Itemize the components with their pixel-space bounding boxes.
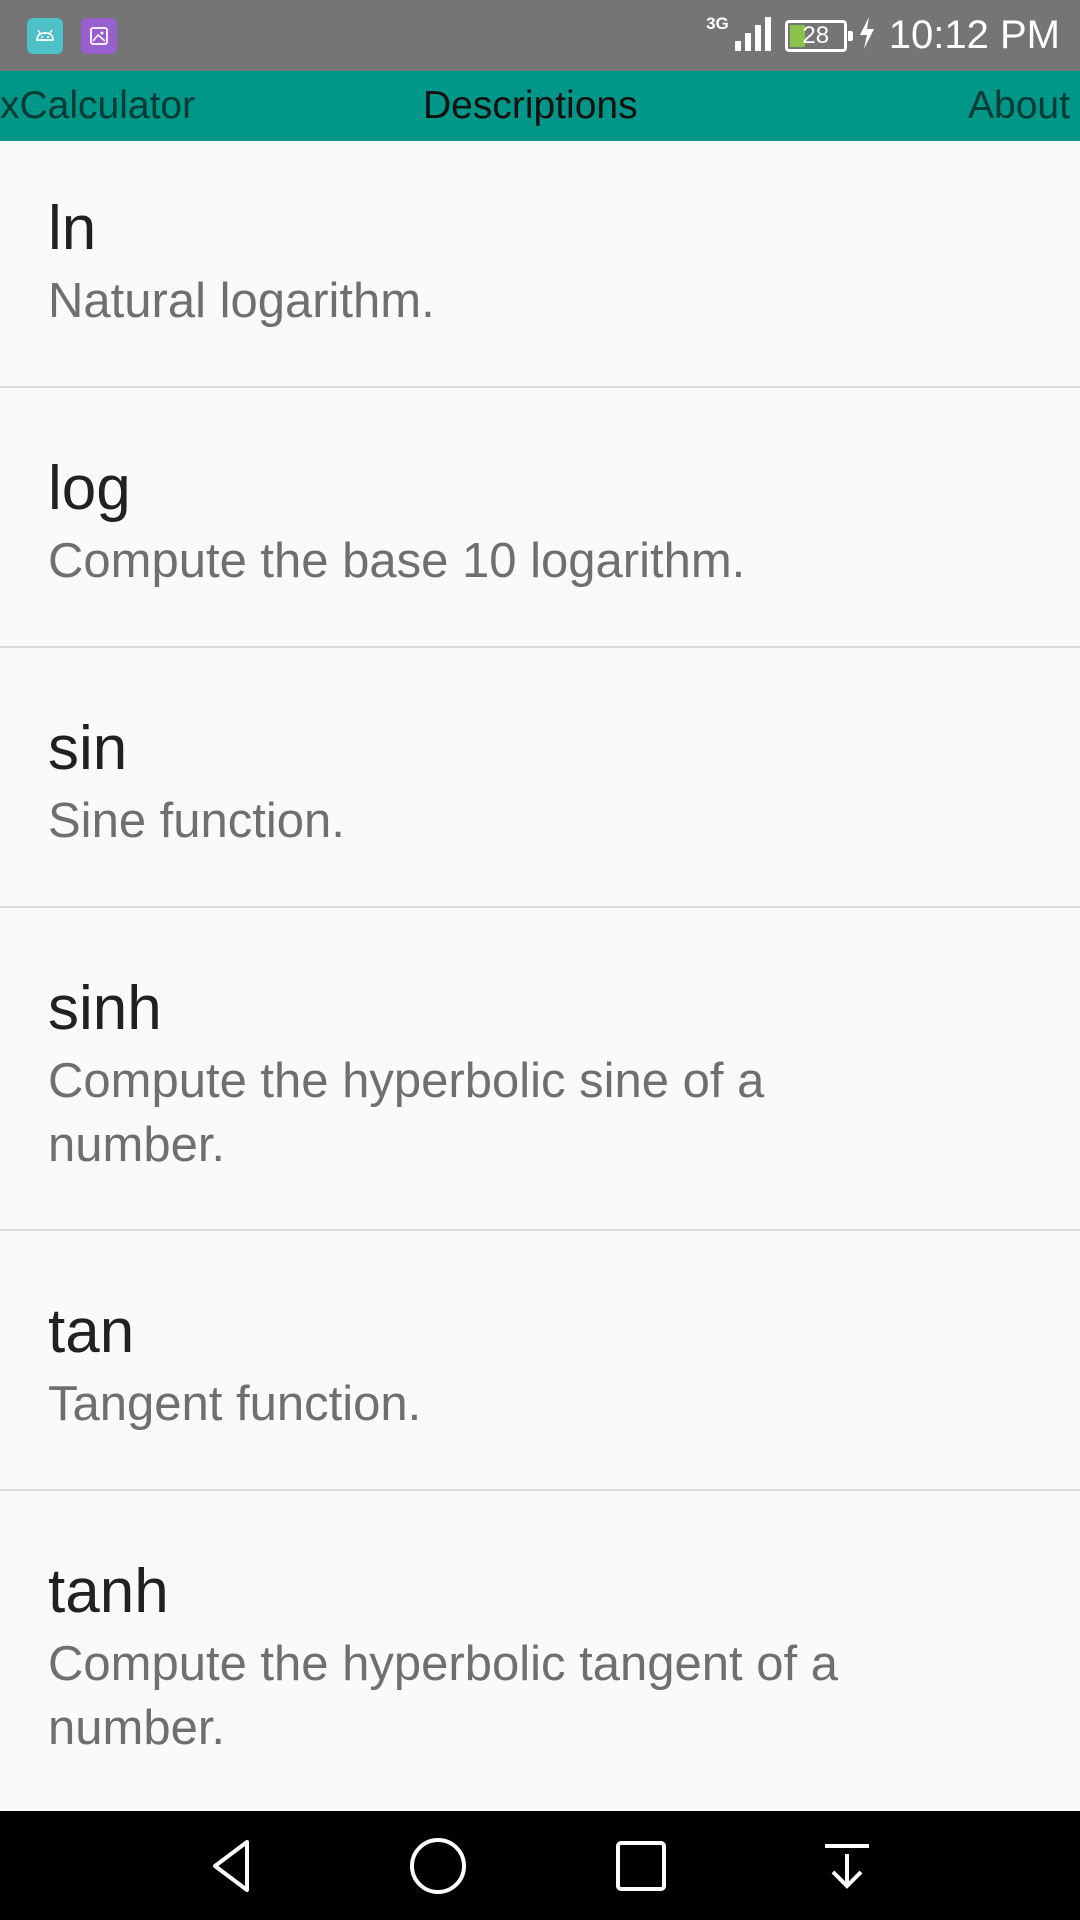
item-title: sin bbox=[48, 714, 128, 783]
item-description: Compute the base 10 logarithm. bbox=[48, 534, 746, 588]
item-description: Compute the hyperbolic tangent of a numb… bbox=[48, 1637, 838, 1755]
network-type: 3G bbox=[706, 13, 729, 33]
list-item[interactable]: log Compute the base 10 logarithm. bbox=[0, 388, 1080, 648]
status-bar: 3G 28 10:12 PM bbox=[0, 0, 1080, 71]
charging-icon bbox=[857, 15, 877, 56]
item-description: Natural logarithm. bbox=[48, 274, 435, 328]
battery-fill bbox=[789, 24, 806, 47]
navigation-bar bbox=[0, 1811, 1080, 1920]
item-title: log bbox=[48, 454, 131, 523]
item-title: sinh bbox=[48, 974, 162, 1043]
list-item[interactable]: sin Sine function. bbox=[0, 648, 1080, 908]
tab-about[interactable]: About bbox=[968, 84, 1070, 127]
signal-icon bbox=[733, 13, 775, 58]
android-icon bbox=[27, 17, 63, 54]
list-item[interactable]: tanh Compute the hyperbolic tangent of a… bbox=[0, 1491, 1080, 1811]
list-item[interactable]: sinh Compute the hyperbolic sine of a nu… bbox=[0, 908, 1080, 1231]
notification-icons bbox=[27, 17, 117, 54]
item-title: ln bbox=[48, 194, 97, 263]
image-icon bbox=[81, 17, 117, 54]
tab-xcalculator[interactable]: xCalculator bbox=[0, 84, 196, 127]
descriptions-list[interactable]: ln Natural logarithm. log Compute the ba… bbox=[0, 141, 1080, 1811]
home-icon[interactable] bbox=[403, 1831, 473, 1901]
battery-level: 28 bbox=[802, 21, 830, 49]
item-description: Tangent function. bbox=[48, 1377, 422, 1431]
back-icon[interactable] bbox=[200, 1831, 270, 1901]
status-indicators: 3G 28 10:12 PM bbox=[706, 13, 1060, 58]
item-description: Sine function. bbox=[48, 794, 345, 848]
tab-bar: xCalculator Descriptions About bbox=[0, 71, 1080, 141]
list-item[interactable]: ln Natural logarithm. bbox=[0, 141, 1080, 388]
battery-tip bbox=[847, 30, 853, 41]
recents-icon[interactable] bbox=[606, 1831, 676, 1901]
item-title: tan bbox=[48, 1297, 135, 1366]
item-description: Compute the hyperbolic sine of a number. bbox=[48, 1054, 765, 1172]
clock: 10:12 PM bbox=[888, 13, 1060, 57]
list-item[interactable]: tan Tangent function. bbox=[0, 1231, 1080, 1491]
item-title: tanh bbox=[48, 1557, 169, 1626]
battery-icon: 28 bbox=[784, 19, 853, 52]
tab-descriptions[interactable]: Descriptions bbox=[423, 84, 638, 127]
notification-pull-icon[interactable] bbox=[812, 1831, 882, 1901]
